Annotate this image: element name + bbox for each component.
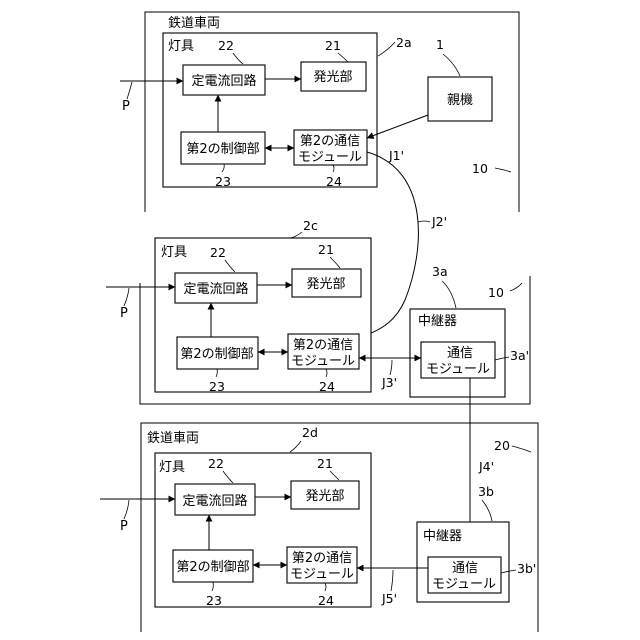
lamp-2a-ref: 2a [396, 35, 412, 50]
current-circuit-a-label: 定電流回路 [191, 73, 256, 89]
current-circuit-c-label: 定電流回路 [183, 281, 248, 297]
relay-3b: 中継器 3b 通信 モジュール 3b' [417, 484, 536, 602]
vehicle-3-ref: 20 [494, 438, 510, 453]
lamp-2d-title: 灯具 [159, 460, 185, 475]
vehicle-1-leader [495, 168, 511, 172]
vehicle-2-ref: 10 [488, 285, 504, 300]
comm-module-c-line1: 第2の通信 [293, 338, 353, 353]
comm-module-a-line1: 第2の通信 [300, 134, 360, 149]
relay-3b-module-line1: 通信 [452, 561, 478, 576]
power-input-d-label: P [120, 519, 128, 534]
current-circuit-c-ref: 22 [210, 245, 226, 260]
link-j5-label: J5' [381, 591, 397, 606]
relay-3a: 中継器 3a 通信 モジュール 3a' [410, 264, 529, 397]
lamp-2a-leader [378, 42, 395, 56]
lamp-2d-frame [155, 453, 371, 607]
master-unit: 親機 1 J1' [367, 37, 492, 163]
controller-c-ref: 23 [209, 379, 225, 394]
relay-3b-title: 中継器 [423, 529, 462, 544]
master-ref: 1 [436, 37, 444, 52]
comm-module-d-line2: モジュール [290, 567, 354, 582]
link-j2-label: J2' [431, 214, 447, 229]
lamp-2a: 灯具 2a 定電流回路 22 発光部 21 第2の制御部 23 第2の通信 モジ… [120, 33, 412, 189]
comm-module-a-line2: モジュール [298, 150, 362, 165]
link-j1-label: J1' [388, 148, 404, 163]
light-emitter-c-ref: 21 [318, 242, 334, 257]
link-j4-label: J4' [478, 459, 494, 474]
light-emitter-c-label: 発光部 [306, 277, 345, 292]
controller-a-label: 第2の制御部 [186, 142, 259, 157]
controller-d-ref: 23 [206, 593, 222, 608]
comm-module-c-line2: モジュール [291, 354, 355, 369]
light-emitter-d-label: 発光部 [305, 489, 344, 504]
lamp-2c: 灯具 2c 定電流回路 22 発光部 21 第2の制御部 23 第2の通信 モジ… [106, 218, 371, 394]
vehicle-1-title: 鉄道車両 [168, 16, 220, 31]
relay-3b-ref: 3b [478, 484, 494, 499]
light-emitter-a-label: 発光部 [313, 70, 352, 85]
lamp-2c-title: 灯具 [161, 245, 187, 260]
current-circuit-d-label: 定電流回路 [182, 493, 247, 509]
current-circuit-a-ref: 22 [218, 38, 234, 53]
power-input-a-label: P [122, 99, 130, 114]
lamp-2c-ref: 2c [303, 218, 318, 233]
relay-3a-ref: 3a [432, 264, 448, 279]
relay-3a-module-line1: 通信 [447, 346, 473, 361]
lamp-2a-title: 灯具 [168, 39, 194, 54]
master-label: 親機 [447, 93, 473, 108]
comm-module-d-ref: 24 [318, 593, 334, 608]
controller-c-label: 第2の制御部 [180, 347, 253, 362]
relay-3a-module-ref: 3a' [510, 348, 529, 363]
vehicle-3-title: 鉄道車両 [147, 431, 199, 446]
light-emitter-d-ref: 21 [317, 456, 333, 471]
controller-d-label: 第2の制御部 [176, 560, 249, 575]
relay-3a-title: 中継器 [418, 314, 457, 329]
comm-module-c-ref: 24 [319, 379, 335, 394]
vehicle-1-ref: 10 [472, 161, 488, 176]
light-emitter-a-ref: 21 [325, 38, 341, 53]
link-j3-label: J3' [381, 375, 397, 390]
comm-module-d-line1: 第2の通信 [292, 551, 352, 566]
relay-3a-module-line2: モジュール [426, 362, 490, 377]
controller-a-ref: 23 [215, 174, 231, 189]
comm-module-a-ref: 24 [326, 174, 342, 189]
relay-3b-module-ref: 3b' [517, 561, 536, 576]
relay-3b-module-line2: モジュール [432, 577, 496, 592]
power-input-c-label: P [120, 306, 128, 321]
lamp-2d-ref: 2d [302, 425, 318, 440]
current-circuit-d-ref: 22 [208, 456, 224, 471]
